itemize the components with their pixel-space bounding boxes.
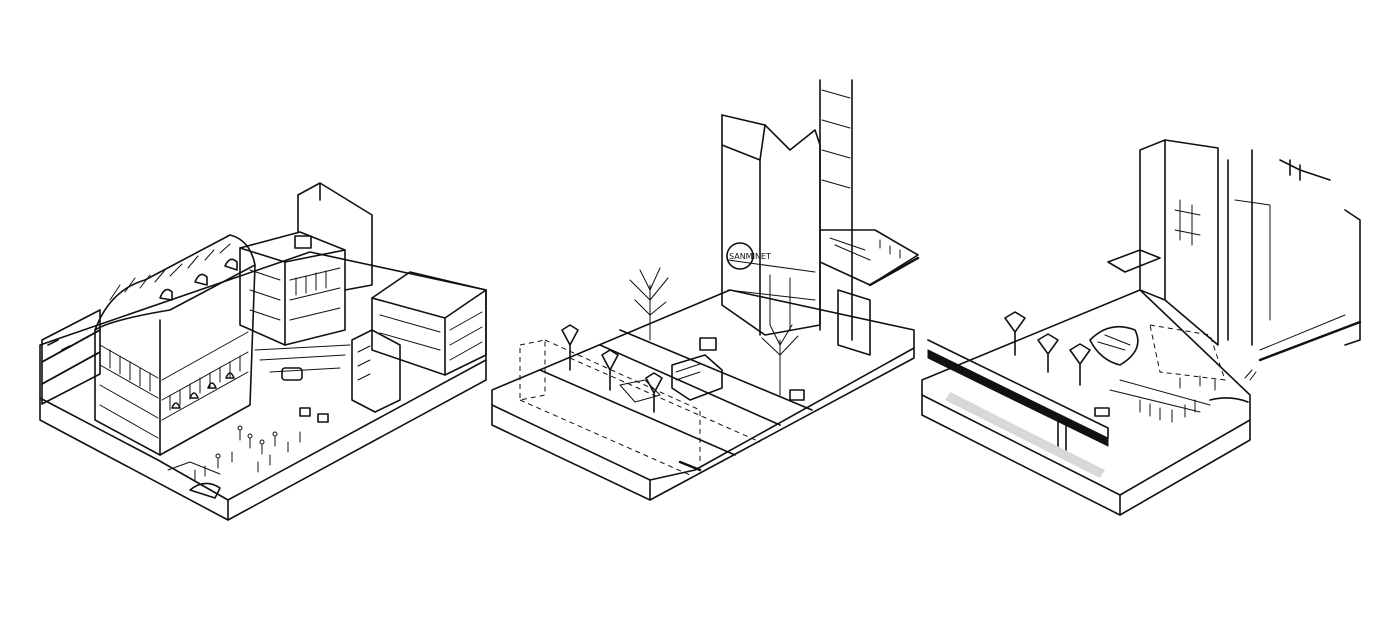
vaulted-building bbox=[94, 234, 256, 456]
car-icon-2 bbox=[699, 337, 717, 351]
base-slab-edge-2 bbox=[491, 347, 915, 501]
car-icon bbox=[281, 367, 303, 381]
square-details bbox=[167, 344, 351, 499]
base-slab-top-2 bbox=[491, 289, 915, 481]
park-viaduct-block-sketch bbox=[921, 139, 1362, 516]
car-icon-3 bbox=[789, 389, 805, 401]
tower-3 bbox=[1107, 139, 1362, 362]
car-icon-4 bbox=[1094, 407, 1110, 417]
fountain-icon bbox=[189, 482, 221, 499]
tower-sign-icon bbox=[726, 242, 754, 270]
park-details bbox=[1004, 311, 1257, 423]
back-tower bbox=[297, 182, 373, 291]
corner-building bbox=[239, 231, 346, 346]
historic-block-sketch bbox=[39, 182, 487, 521]
tower-sign-text: SANMINET bbox=[729, 252, 771, 261]
bus-icon bbox=[671, 354, 723, 401]
viaduct bbox=[927, 339, 1109, 478]
right-buildings bbox=[351, 271, 487, 413]
base-slab-top bbox=[39, 251, 487, 501]
vehicles-2 bbox=[671, 337, 805, 401]
left-floor-stack bbox=[41, 309, 101, 405]
tower: SANMINET bbox=[721, 79, 853, 341]
pavilion-canopy bbox=[1089, 325, 1139, 366]
tower-street-block-sketch: SANMINET bbox=[491, 79, 920, 501]
trees-2 bbox=[561, 267, 799, 413]
balcony bbox=[819, 229, 920, 356]
